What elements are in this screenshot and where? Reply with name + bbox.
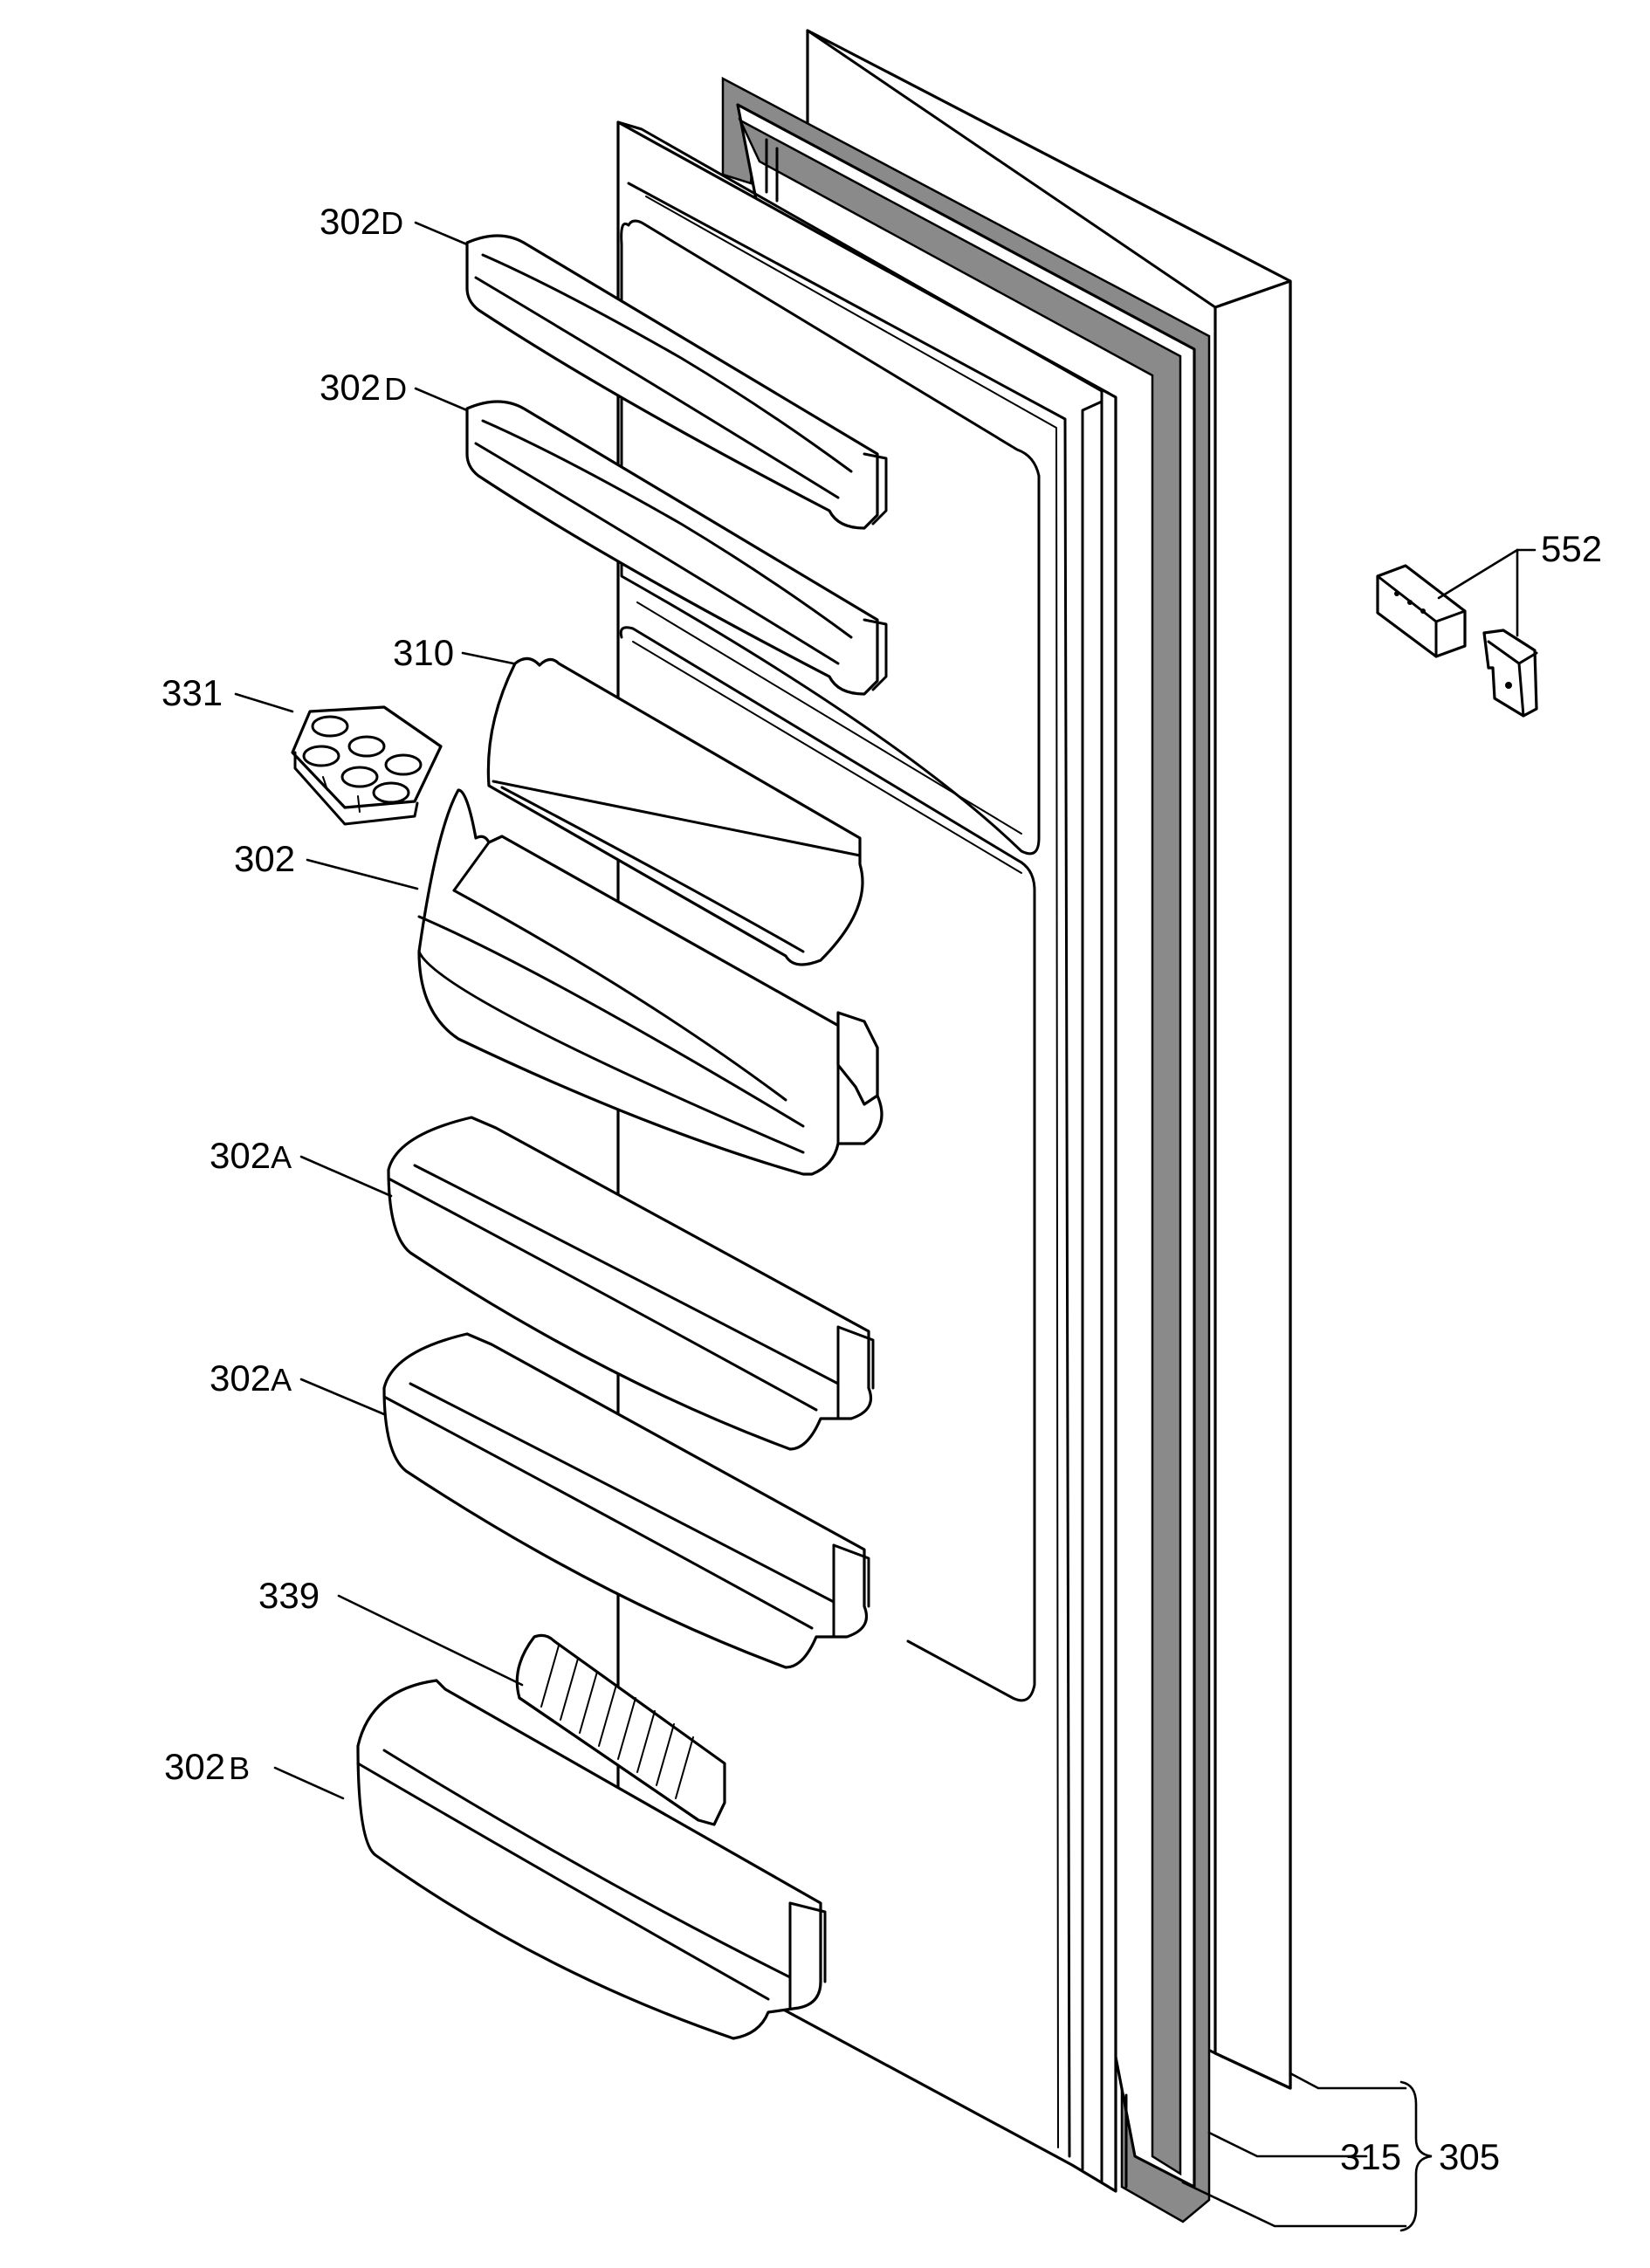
label-315: 315 [1340, 2136, 1401, 2177]
door-bin-302 [417, 788, 883, 1176]
label-302a-first: 302A [210, 1135, 292, 1176]
door-bin-302a-second [382, 1332, 870, 1669]
shelf-flap-310 [486, 656, 864, 966]
hinge-bracket-small [1482, 629, 1538, 718]
door-bin-302a-first [387, 1116, 875, 1451]
egg-tray-331 [291, 705, 443, 826]
bottle-rack-339 [515, 1633, 726, 1826]
brace-305 [1399, 2080, 1433, 2232]
bottle-bin-302b [356, 1679, 827, 2040]
label-552: 552 [1541, 528, 1602, 569]
label-305: 305 [1439, 2136, 1500, 2177]
label-331: 331 [162, 672, 223, 713]
label-310: 310 [393, 632, 454, 673]
dairy-shelf-302d-top [465, 234, 888, 530]
label-302d-top: 302D [320, 201, 403, 242]
dairy-shelf-302d-second [465, 400, 888, 696]
hinge-bracket-plate [1376, 564, 1467, 658]
leader-lines [234, 221, 1537, 2228]
label-302: 302 [234, 838, 295, 879]
inner-door-liner [616, 120, 1117, 2193]
label-302a-second: 302A [210, 1357, 292, 1399]
label-339: 339 [258, 1575, 320, 1616]
